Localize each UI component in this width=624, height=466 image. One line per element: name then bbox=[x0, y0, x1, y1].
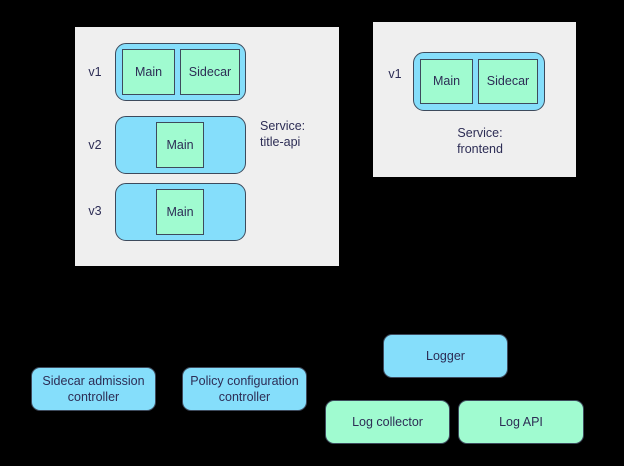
node-logger[interactable]: Logger bbox=[383, 334, 508, 378]
container-sidecar-v1-title-api[interactable]: Sidecar bbox=[180, 49, 240, 95]
node-sidecar-admission-controller[interactable]: Sidecar admission controller bbox=[31, 367, 156, 411]
container-main-v2-title-api[interactable]: Main bbox=[156, 122, 204, 168]
container-label: Sidecar bbox=[188, 64, 232, 79]
container-label: Sidecar bbox=[486, 74, 530, 89]
node-log-collector[interactable]: Log collector bbox=[325, 400, 450, 444]
container-label: Main bbox=[166, 204, 194, 219]
container-main-v1-frontend[interactable]: Main bbox=[420, 59, 473, 104]
version-label-v3-title-api: v3 bbox=[88, 204, 102, 218]
version-label-v1-title-api: v1 bbox=[88, 65, 102, 79]
container-main-v3-title-api[interactable]: Main bbox=[156, 189, 204, 235]
node-label: Log collector bbox=[352, 415, 423, 429]
container-main-v1-title-api[interactable]: Main bbox=[122, 49, 175, 95]
container-label: Main bbox=[432, 74, 461, 89]
node-log-api[interactable]: Log API bbox=[458, 400, 584, 444]
version-label-v1-frontend: v1 bbox=[388, 67, 402, 81]
container-label: Main bbox=[134, 64, 163, 79]
node-label: Policy configuration controller bbox=[190, 374, 299, 404]
container-label: Main bbox=[166, 137, 194, 152]
service-label-frontend: Service: frontend bbox=[457, 126, 503, 156]
node-label: Log API bbox=[499, 415, 543, 429]
container-sidecar-v1-frontend[interactable]: Sidecar bbox=[478, 59, 538, 104]
version-label-v2-title-api: v2 bbox=[88, 138, 102, 152]
node-label: Sidecar admission controller bbox=[42, 374, 145, 404]
service-label-title-api: Service: title-api bbox=[260, 119, 306, 149]
node-policy-configuration-controller[interactable]: Policy configuration controller bbox=[182, 367, 307, 411]
node-label: Logger bbox=[426, 349, 465, 363]
